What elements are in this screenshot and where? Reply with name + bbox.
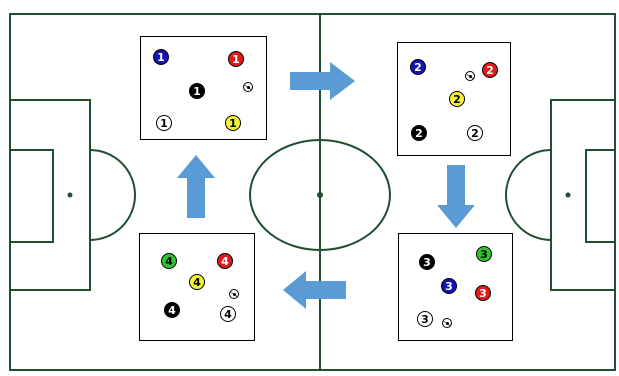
player-yellow-2: 2: [449, 91, 465, 107]
player-label: 2: [453, 92, 461, 106]
player-green-4: 4: [161, 253, 177, 269]
center-spot: [317, 192, 323, 198]
player-red-2: 2: [482, 62, 498, 78]
right-penalty-arc: [505, 149, 552, 241]
player-black-3: 3: [419, 254, 435, 270]
player-red-3: 3: [475, 285, 491, 301]
player-white-3: 3: [417, 311, 433, 327]
soccer-ball-icon: [465, 71, 475, 81]
player-label: 4: [168, 303, 176, 317]
left-goal-area: [9, 149, 54, 243]
arrow-down-icon: [437, 165, 475, 228]
player-label: 1: [229, 116, 237, 130]
player-white-4: 4: [220, 306, 236, 322]
right-penalty-area: [550, 99, 616, 291]
right-goal-area: [585, 149, 616, 243]
rotation-box-2: 2 2 2 2 2: [397, 42, 511, 156]
right-penalty-spot: [565, 192, 571, 198]
arrow-left-icon: [283, 271, 346, 309]
arrow-up-icon: [177, 155, 215, 218]
player-label: 3: [421, 312, 429, 326]
left-penalty-area: [9, 99, 91, 291]
player-blue-1: 1: [153, 49, 169, 65]
player-label: 1: [193, 84, 201, 98]
player-label: 2: [415, 126, 423, 140]
player-white-1: 1: [156, 115, 172, 131]
player-white-2: 2: [467, 125, 483, 141]
player-yellow-1: 1: [225, 115, 241, 131]
rotation-box-1: 1 1 1 1 1: [140, 36, 267, 140]
player-label: 2: [414, 60, 422, 74]
center-circle: [249, 139, 391, 251]
player-label: 1: [232, 52, 240, 66]
soccer-ball-icon: [229, 289, 239, 299]
soccer-ball-icon: [243, 82, 253, 92]
player-blue-3: 3: [441, 278, 457, 294]
player-label: 3: [480, 247, 488, 261]
rotation-box-3: 3 3 3 3 3: [398, 233, 513, 341]
player-black-4: 4: [164, 302, 180, 318]
player-blue-2: 2: [410, 59, 426, 75]
player-green-3: 3: [476, 246, 492, 262]
left-penalty-spot: [67, 192, 73, 198]
player-red-4: 4: [217, 253, 233, 269]
player-label: 4: [221, 254, 229, 268]
soccer-ball-icon: [442, 318, 452, 328]
player-label: 1: [160, 116, 168, 130]
left-penalty-arc: [89, 149, 136, 241]
player-label: 3: [423, 255, 431, 269]
arrow-right-icon: [290, 62, 355, 100]
player-black-1: 1: [189, 83, 205, 99]
player-label: 3: [445, 279, 453, 293]
player-label: 2: [486, 63, 494, 77]
player-label: 4: [165, 254, 173, 268]
player-label: 2: [471, 126, 479, 140]
rotation-box-4: 4 4 4 4 4: [139, 233, 255, 341]
player-red-1: 1: [228, 51, 244, 67]
player-label: 3: [479, 286, 487, 300]
player-black-2: 2: [411, 125, 427, 141]
player-label: 4: [224, 307, 232, 321]
player-label: 1: [157, 50, 165, 64]
pitch-outline: [9, 13, 616, 371]
player-yellow-4: 4: [189, 274, 205, 290]
player-label: 4: [193, 275, 201, 289]
